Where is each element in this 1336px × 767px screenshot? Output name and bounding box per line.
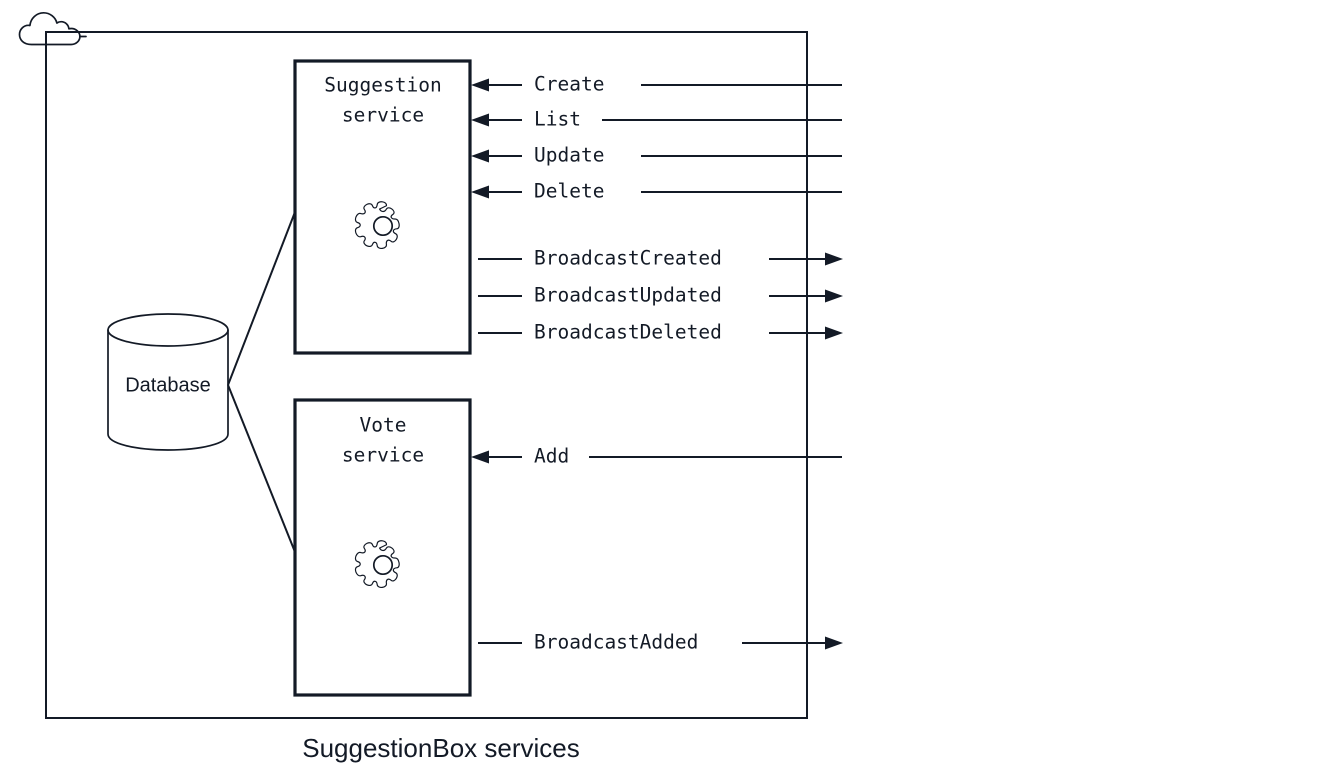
- inbound-edge-update: Update: [471, 144, 842, 167]
- outbound-edge-broadcastadded-label: BroadcastAdded: [534, 631, 698, 654]
- gear-hub: [372, 554, 394, 576]
- inbound-edge-update-arrowhead: [471, 149, 489, 163]
- cloud-icon: [18, 11, 81, 46]
- outbound-edge-broadcastupdated-arrowhead: [825, 289, 843, 303]
- gear-teeth: [354, 540, 400, 589]
- outbound-edge-broadcastcreated: BroadcastCreated: [478, 247, 843, 270]
- inbound-edge-delete-label: Delete: [534, 180, 604, 203]
- vote-service-title-line2: service: [342, 444, 424, 467]
- outbound-edge-broadcastupdated-label: BroadcastUpdated: [534, 284, 722, 307]
- inbound-edge-add-arrowhead: [471, 450, 489, 464]
- outbound-edge-broadcastdeleted-arrowhead: [825, 326, 843, 340]
- inbound-edge-update-label: Update: [534, 144, 604, 167]
- inbound-edge-list-label: List: [534, 108, 581, 131]
- outbound-edge-broadcastcreated-label: BroadcastCreated: [534, 247, 722, 270]
- services-boundary-box: [45, 31, 808, 719]
- vote-service-title-line1: Vote: [360, 414, 407, 437]
- inbound-edge-list-arrowhead: [471, 113, 489, 127]
- gear-teeth: [354, 201, 400, 250]
- outbound-edge-broadcastadded: BroadcastAdded: [478, 631, 843, 654]
- gear-icon: [354, 201, 400, 250]
- diagram-caption: SuggestionBox services: [302, 733, 579, 763]
- inbound-edge-delete-arrowhead: [471, 185, 489, 199]
- database-label: Database: [125, 374, 211, 396]
- suggestion-service-node[interactable]: Suggestion service: [293, 59, 472, 355]
- inbound-edge-add-label: Add: [534, 445, 569, 468]
- suggestion-service-title-line1: Suggestion: [324, 74, 441, 97]
- outbound-edge-broadcastcreated-arrowhead: [825, 252, 843, 266]
- outbound-edge-broadcastadded-arrowhead: [825, 636, 843, 650]
- vote-service-node[interactable]: Vote service: [293, 398, 472, 697]
- inbound-edge-create-label: Create: [534, 73, 604, 96]
- vote-service-box[interactable]: [293, 398, 472, 697]
- gear-hub: [372, 215, 394, 237]
- cylinder-body: [107, 329, 229, 451]
- db-to-suggestion-link: [227, 211, 296, 386]
- database-node: Database: [107, 313, 229, 451]
- outbound-edge-broadcastupdated: BroadcastUpdated: [478, 284, 843, 307]
- gear-icon: [354, 540, 400, 589]
- inbound-edge-create: Create: [471, 73, 842, 96]
- suggestion-service-box[interactable]: [293, 59, 472, 355]
- outbound-edge-broadcastdeleted-label: BroadcastDeleted: [534, 321, 722, 344]
- outbound-edge-broadcastdeleted: BroadcastDeleted: [478, 321, 843, 344]
- inbound-edge-list: List: [471, 108, 842, 131]
- cylinder-top: [107, 313, 229, 347]
- inbound-edge-add: Add: [471, 445, 842, 468]
- inbound-edge-create-arrowhead: [471, 78, 489, 92]
- suggestion-service-title-line2: service: [342, 104, 424, 127]
- inbound-edge-delete: Delete: [471, 180, 842, 203]
- db-to-vote-link: [227, 384, 296, 553]
